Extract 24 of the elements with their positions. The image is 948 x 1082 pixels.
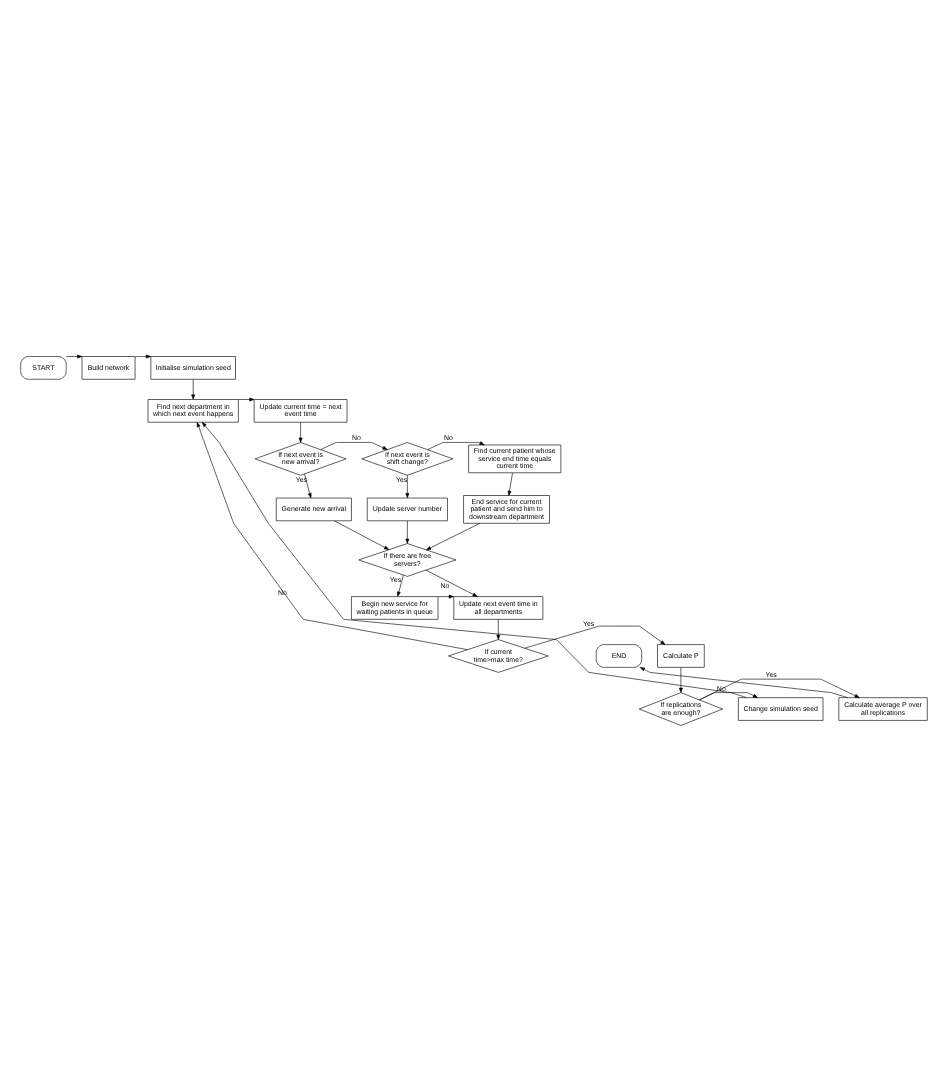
arrow <box>201 422 747 698</box>
arrow <box>699 692 758 701</box>
arrow <box>405 520 410 544</box>
arrow <box>304 473 312 499</box>
arrow <box>397 574 404 597</box>
arrow <box>524 625 666 649</box>
arrow <box>238 397 255 402</box>
arrow <box>405 475 410 499</box>
arrow <box>679 667 683 693</box>
arrow <box>426 523 480 551</box>
arrow <box>191 379 196 400</box>
arrow <box>134 354 151 359</box>
arrow <box>196 422 468 650</box>
arrow <box>334 520 390 550</box>
arrow <box>427 441 485 450</box>
arrow <box>298 422 303 443</box>
arrow <box>507 472 513 496</box>
arrow <box>496 619 501 640</box>
arrow <box>425 569 478 597</box>
arrow <box>320 442 388 450</box>
arrow <box>66 354 83 359</box>
arrow <box>639 667 848 698</box>
arrow <box>437 594 454 599</box>
arrow <box>699 678 860 701</box>
